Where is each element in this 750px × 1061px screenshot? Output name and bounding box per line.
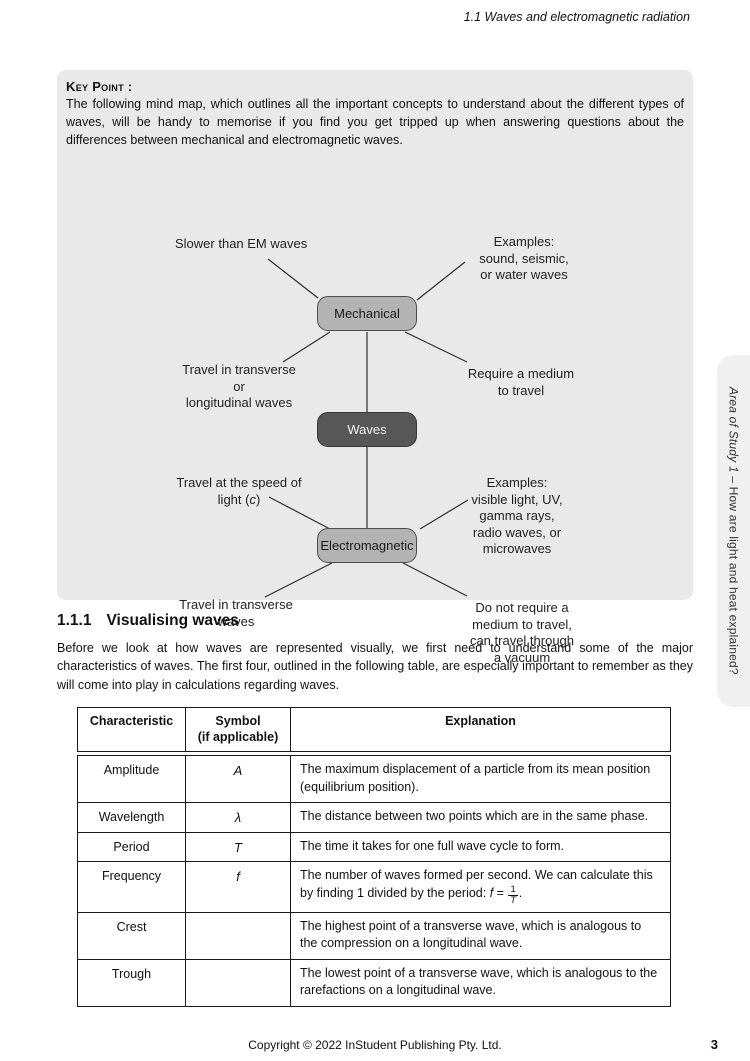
header-symbol: Symbol(if applicable) [185,707,291,752]
label-em-examples: Examples: visible light, UV, gamma rays,… [471,475,563,556]
header-characteristic: Characteristic [77,707,186,752]
key-point-text: The following mind map, which outlines a… [66,97,684,147]
header-explanation: Explanation [290,707,671,752]
cell-symbol [185,958,291,1007]
node-mechanical: Mechanical [317,296,417,331]
section-number: 1.1.1 [57,612,92,629]
section-heading: 1.1.1 Visualising waves [57,612,239,630]
node-electromagnetic: Electromagnetic [317,528,417,563]
label-require-medium: Require a medium to travel [467,366,575,398]
page-number: 3 [710,1037,718,1052]
label-mechanical-examples: Examples: sound, seismic, or water waves [479,234,569,282]
formula-f: f [489,885,494,900]
cell-explanation: The highest point of a transverse wave, … [290,911,671,960]
cell-explanation: The lowest point of a transverse wave, w… [290,958,671,1007]
cell-characteristic: Wavelength [77,802,186,833]
cell-symbol: A [185,755,291,803]
cell-characteristic: Amplitude [77,755,186,803]
area-of-study-tab-text: Area of Study 1 – How are light and heat… [726,387,741,675]
characteristics-table-header: Characteristic Symbol(if applicable) Exp… [77,707,671,752]
table-row: Amplitude A The maximum displacement of … [77,755,671,803]
label-slower-than-em: Slower than EM waves [175,236,308,251]
cell-characteristic: Period [77,831,186,862]
cell-symbol: λ [185,802,291,833]
symbol-c: c [249,491,256,507]
label-no-medium-vacuum: Do not require a medium to travel, can t… [469,600,575,665]
section-title: Visualising waves [106,612,239,629]
label-em-travel: Travel in transverse waves [179,597,293,629]
cell-symbol: f [185,861,291,913]
table-row: Trough The lowest point of a transverse … [77,958,671,1007]
cell-characteristic: Frequency [77,861,186,913]
key-point-box: Key Point : The following mind map, whic… [57,70,693,665]
mind-map-connectors [264,258,469,598]
running-header: 1.1 Waves and electromagnetic radiation [463,10,690,24]
table-row: Period T The time it takes for one full … [77,831,671,862]
key-point-label: Key Point : [66,79,133,94]
cell-symbol [185,911,291,960]
table-row: Crest The highest point of a transverse … [77,911,671,960]
table-row: Wavelength λ The distance between two po… [77,802,671,833]
cell-explanation: The number of waves formed per second. W… [290,861,671,913]
characteristics-table-body: Amplitude A The maximum displacement of … [77,755,671,1007]
cell-symbol: T [185,831,291,862]
cell-explanation: The distance between two points which ar… [290,802,671,833]
footer-copyright: Copyright © 2022 InStudent Publishing Pt… [248,1038,502,1052]
cell-characteristic: Crest [77,911,186,960]
characteristics-table: Characteristic Symbol(if applicable) Exp… [77,707,671,1007]
section-intro: Before we look at how waves are represen… [57,641,693,692]
area-of-study-tab: Area of Study 1 – How are light and heat… [717,355,750,707]
mind-map: Mechanical Waves Electromagnetic Slower … [57,222,693,665]
cell-explanation: The maximum displacement of a particle f… [290,755,671,803]
label-mechanical-travel: Travel in transverse or longitudinal wav… [182,362,296,410]
cell-explanation: The time it takes for one full wave cycl… [290,831,671,862]
table-row: Frequency f The number of waves formed p… [77,861,671,913]
cell-characteristic: Trough [77,958,186,1007]
label-speed-of-light-line1: Travel at the speed of [176,475,302,490]
node-waves: Waves [317,412,417,447]
